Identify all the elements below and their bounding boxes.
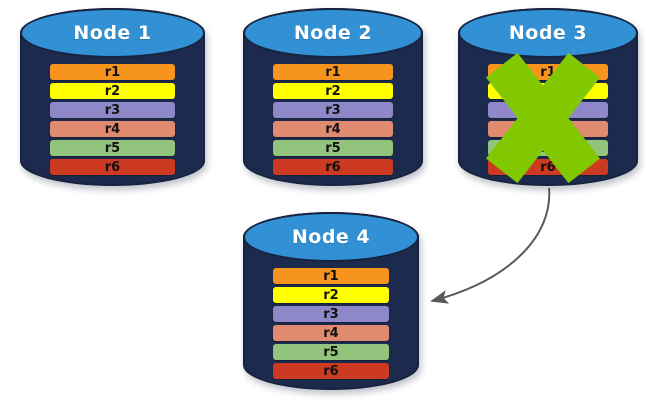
node-3-row-r3[interactable]: r3 bbox=[488, 102, 608, 118]
node-3[interactable]: Node 3 r1 r2 r3 r4 r5 r6 bbox=[458, 8, 638, 186]
node-2-row-r6[interactable]: r6 bbox=[273, 159, 393, 175]
node-3-row-r1[interactable]: r1 bbox=[488, 64, 608, 80]
node-2-row-r2[interactable]: r2 bbox=[273, 83, 393, 99]
node-2-row-r5[interactable]: r5 bbox=[273, 140, 393, 156]
node-1-title: Node 1 bbox=[73, 21, 152, 44]
node-4-row-r5[interactable]: r5 bbox=[273, 344, 389, 360]
node-1-row-r3[interactable]: r3 bbox=[50, 102, 175, 118]
node-3-row-r6[interactable]: r6 bbox=[488, 159, 608, 175]
node-1-row-r6[interactable]: r6 bbox=[50, 159, 175, 175]
node-1-row-r5[interactable]: r5 bbox=[50, 140, 175, 156]
node-2-row-r1[interactable]: r1 bbox=[273, 64, 393, 80]
node-4-title: Node 4 bbox=[291, 225, 371, 248]
node-1-row-r4[interactable]: r4 bbox=[50, 121, 175, 137]
node-1-rows: r1 r2 r3 r4 r5 r6 bbox=[50, 64, 175, 175]
node-3-row-r4[interactable]: r4 bbox=[488, 121, 608, 137]
node-4-row-r3[interactable]: r3 bbox=[273, 306, 389, 322]
node-3-row-r2[interactable]: r2 bbox=[488, 83, 608, 99]
node-4-row-r6[interactable]: r6 bbox=[273, 363, 389, 379]
node-3-row-r5[interactable]: r5 bbox=[488, 140, 608, 156]
node-1-row-r1[interactable]: r1 bbox=[50, 64, 175, 80]
node-4-row-r1[interactable]: r1 bbox=[273, 268, 389, 284]
node-1-row-r2[interactable]: r2 bbox=[50, 83, 175, 99]
node-2-rows: r1 r2 r3 r4 r5 r6 bbox=[273, 64, 393, 175]
node-3-title: Node 3 bbox=[508, 21, 588, 44]
node-2-cylinder-top: Node 2 bbox=[243, 8, 423, 58]
node-2-row-r4[interactable]: r4 bbox=[273, 121, 393, 137]
node-4-cylinder-top: Node 4 bbox=[243, 212, 419, 262]
node-4[interactable]: Node 4 r1 r2 r3 r4 r5 r6 bbox=[243, 212, 419, 390]
replication-arrow-path bbox=[430, 187, 551, 304]
node-4-row-r2[interactable]: r2 bbox=[273, 287, 389, 303]
node-4-rows: r1 r2 r3 r4 r5 r6 bbox=[273, 268, 389, 379]
node-2-title: Node 2 bbox=[293, 21, 373, 44]
node-1[interactable]: Node 1 r1 r2 r3 r4 r5 r6 bbox=[20, 8, 205, 186]
node-3-rows: r1 r2 r3 r4 r5 r6 bbox=[488, 64, 608, 175]
node-3-cylinder-top: Node 3 bbox=[458, 8, 638, 58]
node-1-cylinder-top: Node 1 bbox=[20, 8, 205, 58]
node-4-row-r4[interactable]: r4 bbox=[273, 325, 389, 341]
node-2-row-r3[interactable]: r3 bbox=[273, 102, 393, 118]
node-2[interactable]: Node 2 r1 r2 r3 r4 r5 r6 bbox=[243, 8, 423, 186]
